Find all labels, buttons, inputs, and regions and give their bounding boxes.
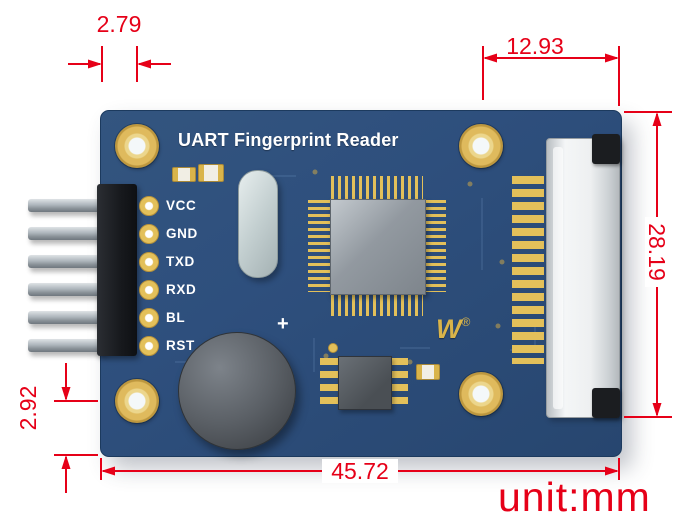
pin-pad	[139, 224, 159, 244]
soic-pins-left	[320, 358, 338, 406]
pin-pad	[139, 336, 159, 356]
registered-mark: ®	[461, 315, 471, 329]
test-pad-dot	[328, 343, 338, 353]
pin-pad	[139, 280, 159, 300]
ffc-pin-contacts	[512, 176, 544, 364]
pin-label-txd: TXD	[166, 254, 195, 269]
pin-pad	[139, 196, 159, 216]
header-pin	[28, 311, 105, 324]
mounting-hole-top-left	[115, 124, 159, 168]
buzzer	[178, 332, 296, 450]
mcu-body	[330, 199, 426, 295]
logo-mark: W	[436, 314, 462, 344]
header-pin	[28, 283, 105, 296]
mcu-pins-left	[308, 200, 331, 292]
unit-label: unit:mm	[498, 474, 651, 520]
ffc-corner-block-top	[592, 134, 620, 164]
dim-label-bottom-width: 45.72	[322, 459, 398, 483]
smd-component	[172, 167, 196, 182]
pin-pad	[139, 252, 159, 272]
soic-pins-right	[390, 358, 408, 406]
mcu-pins-bottom	[331, 292, 423, 316]
header-connector-body	[97, 184, 137, 356]
pin-label-bl: BL	[166, 310, 186, 325]
ffc-latch	[553, 147, 563, 409]
header-pin	[28, 199, 105, 212]
dim-label-top-right: 12.93	[506, 33, 564, 59]
soic-chip	[320, 356, 408, 410]
pin-pad	[139, 308, 159, 328]
mounting-hole-bottom-left	[115, 379, 159, 423]
brand-logo: W®	[436, 314, 470, 345]
ffc-corner-block-bottom	[592, 388, 620, 418]
pin-label-rst: RST	[166, 338, 195, 353]
dim-label-right: 28.19	[644, 217, 670, 287]
buzzer-polarity-mark: +	[277, 313, 289, 335]
soic-body	[338, 356, 392, 410]
ffc-connector-body	[546, 138, 620, 418]
dim-label-bottom-left: 2.92	[15, 385, 41, 431]
pin-label-rxd: RXD	[166, 282, 197, 297]
board-title: UART Fingerprint Reader	[178, 130, 399, 150]
mcu-chip	[308, 176, 446, 316]
crystal-oscillator	[238, 170, 278, 278]
mcu-pins-top	[331, 176, 423, 200]
header-pin	[28, 255, 105, 268]
pin-label-vcc: VCC	[166, 198, 197, 213]
mounting-hole-top-right	[459, 124, 503, 168]
mounting-hole-bottom-right	[459, 372, 503, 416]
header-pin	[28, 227, 105, 240]
header-pin	[28, 339, 105, 352]
pin-label-gnd: GND	[166, 226, 198, 241]
smd-component	[416, 364, 440, 380]
dim-label-top-left: 2.79	[96, 11, 142, 37]
mcu-pins-right	[423, 200, 446, 292]
smd-component	[198, 164, 224, 182]
